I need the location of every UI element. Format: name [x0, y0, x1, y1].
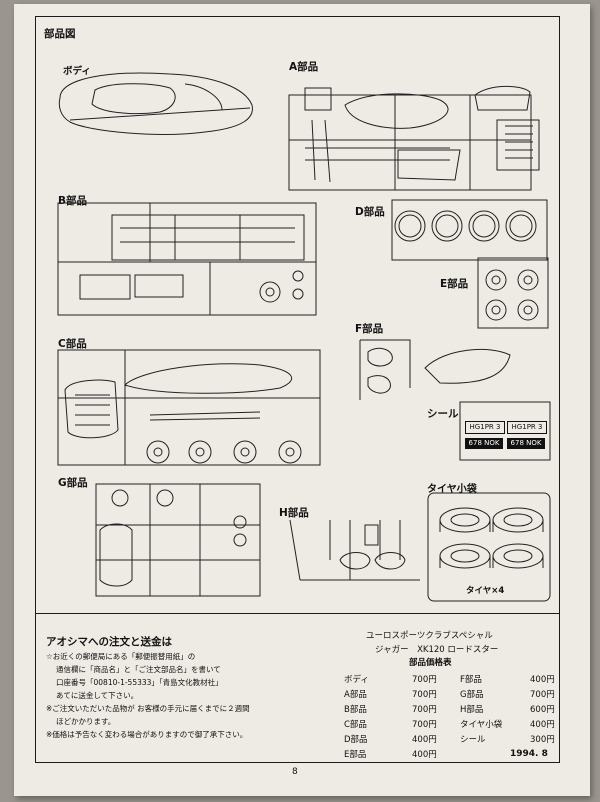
price-name: D部品: [344, 735, 368, 745]
instruction-sheet: [14, 4, 590, 796]
order-line: 口座番号「00810-1-55333」「青島文化教材社」: [56, 678, 223, 687]
price-name: G部品: [460, 690, 484, 700]
price-name: F部品: [460, 675, 482, 685]
section-label-seal: シール: [427, 408, 459, 420]
runner-h-drawing: [289, 519, 420, 581]
price-table-title-1: ユーロスポーツクラブスペシャル: [366, 631, 493, 641]
parts-diagram-frame: [35, 16, 560, 614]
price-value: 600円: [530, 705, 555, 715]
runner-d-drawing: [391, 199, 548, 261]
price-value: 700円: [412, 675, 437, 685]
section-label-a: A部品: [289, 61, 319, 73]
order-line: あてに送金して下さい。: [56, 691, 139, 700]
frame-title: 部品図: [44, 28, 76, 40]
runner-b-drawing: [57, 202, 317, 316]
price-name: B部品: [344, 705, 367, 715]
price-value: 700円: [412, 690, 437, 700]
price-value: 700円: [412, 705, 437, 715]
section-label-d: D部品: [355, 206, 385, 218]
section-label-f: F部品: [355, 323, 384, 335]
price-table-title-2: ジャガー XK120 ロードスター: [375, 645, 499, 655]
runner-g-drawing: [95, 483, 261, 597]
page-number: 8: [292, 767, 298, 777]
order-line: ※ご注文いただいた品物が お客様の手元に届くまでに２週間: [46, 704, 250, 713]
order-title: アオシマへの注文と送金は: [46, 636, 172, 648]
price-name: A部品: [344, 690, 367, 700]
section-label-c: C部品: [58, 338, 87, 350]
price-name: タイヤ小袋: [460, 720, 503, 730]
price-name: シール: [460, 735, 486, 745]
price-value: 700円: [530, 690, 555, 700]
price-name: C部品: [344, 720, 367, 730]
seal-sheet-drawing: [459, 401, 551, 461]
section-label-tire-bag: タイヤ小袋: [427, 484, 477, 495]
seal-plate-3: 678 NOK: [465, 438, 503, 449]
price-value: 700円: [412, 720, 437, 730]
section-label-e: E部品: [440, 278, 469, 290]
tire-count-label: タイヤ×4: [466, 586, 505, 596]
runner-c-drawing: [57, 349, 321, 466]
runner-e-drawing: [477, 257, 549, 329]
section-label-body: ボディ: [63, 66, 91, 77]
seal-plate-4: 678 NOK: [507, 438, 545, 449]
section-label-b: B部品: [58, 195, 88, 207]
seal-plate-2: HG1PR 3: [507, 421, 547, 434]
price-value: 400円: [412, 735, 437, 745]
price-value: 300円: [530, 735, 555, 745]
price-name: E部品: [344, 750, 367, 760]
section-label-h: H部品: [279, 507, 309, 519]
seal-plate-1: HG1PR 3: [465, 421, 505, 434]
price-table-date: 1994. 8: [510, 749, 548, 759]
price-value: 400円: [530, 675, 555, 685]
price-name: ボディ: [344, 675, 369, 685]
price-name: H部品: [460, 705, 484, 715]
price-value: 400円: [412, 750, 437, 760]
order-line: ※価格は予告なく変わる場合がありますので御了承下さい。: [46, 730, 248, 739]
order-info-box: [35, 612, 560, 763]
runner-a-drawing: [288, 85, 540, 191]
section-label-g: G部品: [58, 477, 88, 489]
order-line: ほどかかります。: [56, 717, 116, 726]
body-shell-drawing: [58, 72, 253, 135]
order-line: 通信欄に「商品名」と「ご注文部品名」を書いて: [56, 665, 221, 674]
order-line: ☆お近くの郵便局にある「郵便振替用紙」の: [46, 652, 196, 661]
price-table-title-3: 部品価格表: [409, 658, 452, 668]
tire-bag-drawing: [427, 492, 551, 602]
price-value: 400円: [530, 720, 555, 730]
runner-f-drawing: [359, 339, 511, 400]
